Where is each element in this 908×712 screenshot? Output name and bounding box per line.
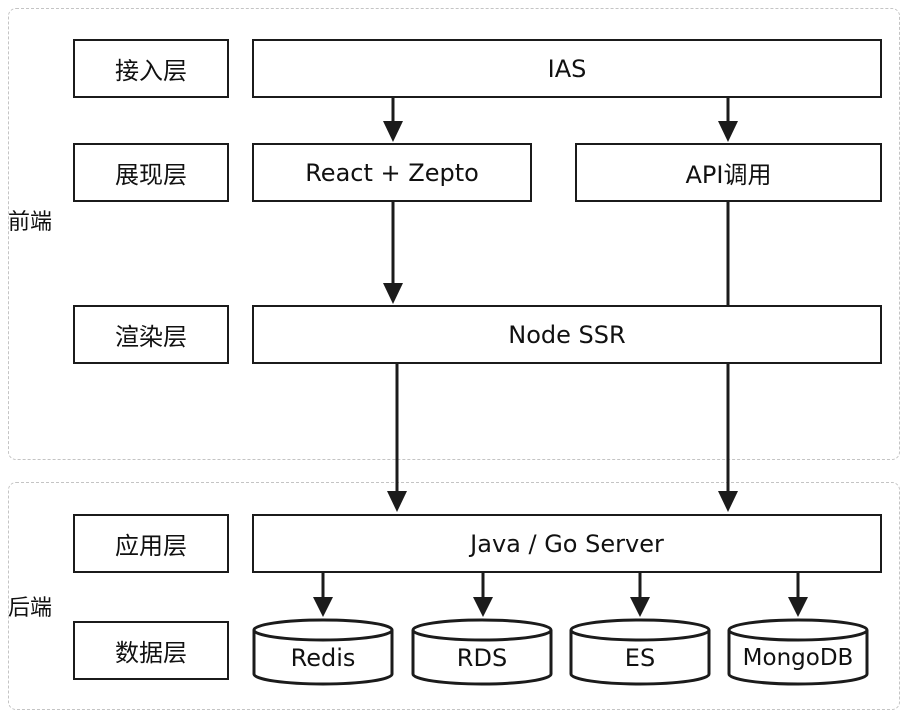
backend-region [8, 482, 900, 710]
layer-render: 渲染层 [73, 305, 229, 364]
node-ssr: Node SSR [252, 305, 882, 364]
db-redis-cylinder [252, 618, 394, 686]
layer-data: 数据层 [73, 621, 229, 680]
db-es-cylinder [569, 618, 711, 686]
db-es-label: ES [624, 644, 656, 672]
backend-label: 后端 [8, 596, 53, 621]
db-mongodb-label: MongoDB [742, 645, 854, 671]
layer-access: 接入层 [73, 39, 229, 98]
node-react-zepto: React + Zepto [252, 143, 532, 202]
layer-application: 应用层 [73, 514, 229, 573]
node-ias: IAS [252, 39, 882, 98]
frontend-region [8, 8, 900, 460]
db-redis-label: Redis [290, 644, 356, 672]
node-server: Java / Go Server [252, 514, 882, 573]
frontend-label: 前端 [8, 210, 53, 235]
db-rds-label: RDS [456, 644, 508, 672]
node-api-call: API调用 [575, 143, 882, 202]
db-mongodb-cylinder [727, 618, 869, 686]
db-rds-cylinder [411, 618, 553, 686]
layer-presentation: 展现层 [73, 143, 229, 202]
